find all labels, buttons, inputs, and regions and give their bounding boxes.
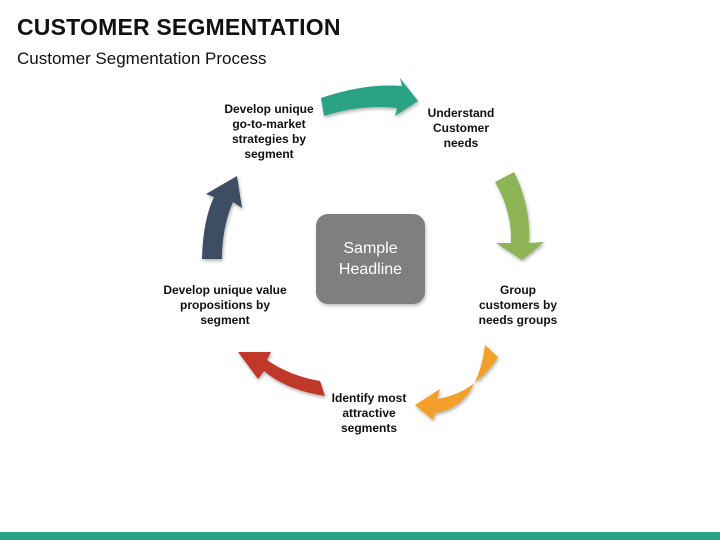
page-subtitle: Customer Segmentation Process [17,49,267,68]
step-label-understand-needs: Understand Customer needs [427,106,495,150]
cycle-arrow-2 [495,172,544,260]
cycle-arrow-4 [238,352,325,396]
step-label-identify-segments: Identify most attractive segments [331,391,407,435]
page-title: CUSTOMER SEGMENTATION [17,14,341,40]
step-label-value-propositions: Develop unique value propositions by seg… [163,283,287,327]
step-label-group-customers: Group customers by needs groups [478,283,558,327]
step-label-go-to-market: Develop unique go-to-market strategies b… [224,102,314,161]
center-headline-box: Sample Headline [316,214,425,304]
center-headline-text: Sample Headline [338,240,403,278]
bottom-accent-bar [0,532,720,540]
cycle-arrow-3 [415,345,498,420]
cycle-arrow-5 [202,176,242,259]
cycle-arrow-1 [321,78,418,116]
